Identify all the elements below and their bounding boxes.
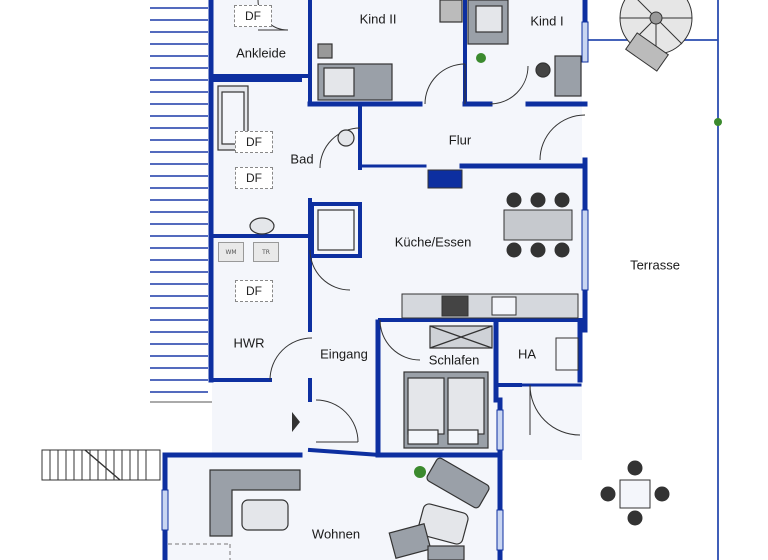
skylight-marker: DF <box>234 5 272 27</box>
room-label-hwr: HWR <box>233 335 265 351</box>
room-label-ha: HA <box>517 346 537 362</box>
bathroom-fixtures <box>217 85 355 251</box>
room-label-terrasse: Terrasse <box>630 257 680 273</box>
kind2-furniture <box>317 0 463 101</box>
terrace-table <box>600 460 670 526</box>
room-label-kueche-essen: Küche/Essen <box>394 234 472 250</box>
dryer: TR <box>253 242 279 262</box>
exterior-stairs <box>41 449 161 481</box>
room-label-eingang: Eingang <box>320 346 368 362</box>
room-label-bad: Bad <box>290 151 314 167</box>
utility-unit <box>555 337 579 371</box>
skylight-marker: DF <box>235 167 273 189</box>
bedroom-furniture <box>403 325 493 449</box>
windows <box>161 21 589 551</box>
room-label-kind-1: Kind I <box>530 13 564 29</box>
terrace-boundary <box>584 0 719 560</box>
living-furniture <box>209 457 490 560</box>
spiral-staircase-icon <box>619 0 693 72</box>
room-label-flur: Flur <box>448 132 472 148</box>
kitchen-furniture <box>401 169 579 319</box>
plant-icon <box>414 53 722 478</box>
room-label-ankleide: Ankleide <box>236 45 286 61</box>
skylight-marker: DF <box>235 280 273 302</box>
washing-machine: WM <box>218 242 244 262</box>
balcony-railing <box>150 7 208 393</box>
room-label-schlafen: Schlafen <box>428 352 480 368</box>
room-label-kind-2: Kind II <box>359 11 397 27</box>
kind1-furniture <box>467 0 582 97</box>
entry-arrow-icon <box>292 412 300 432</box>
skylight-marker: DF <box>235 131 273 153</box>
room-label-wohnen: Wohnen <box>311 526 361 542</box>
